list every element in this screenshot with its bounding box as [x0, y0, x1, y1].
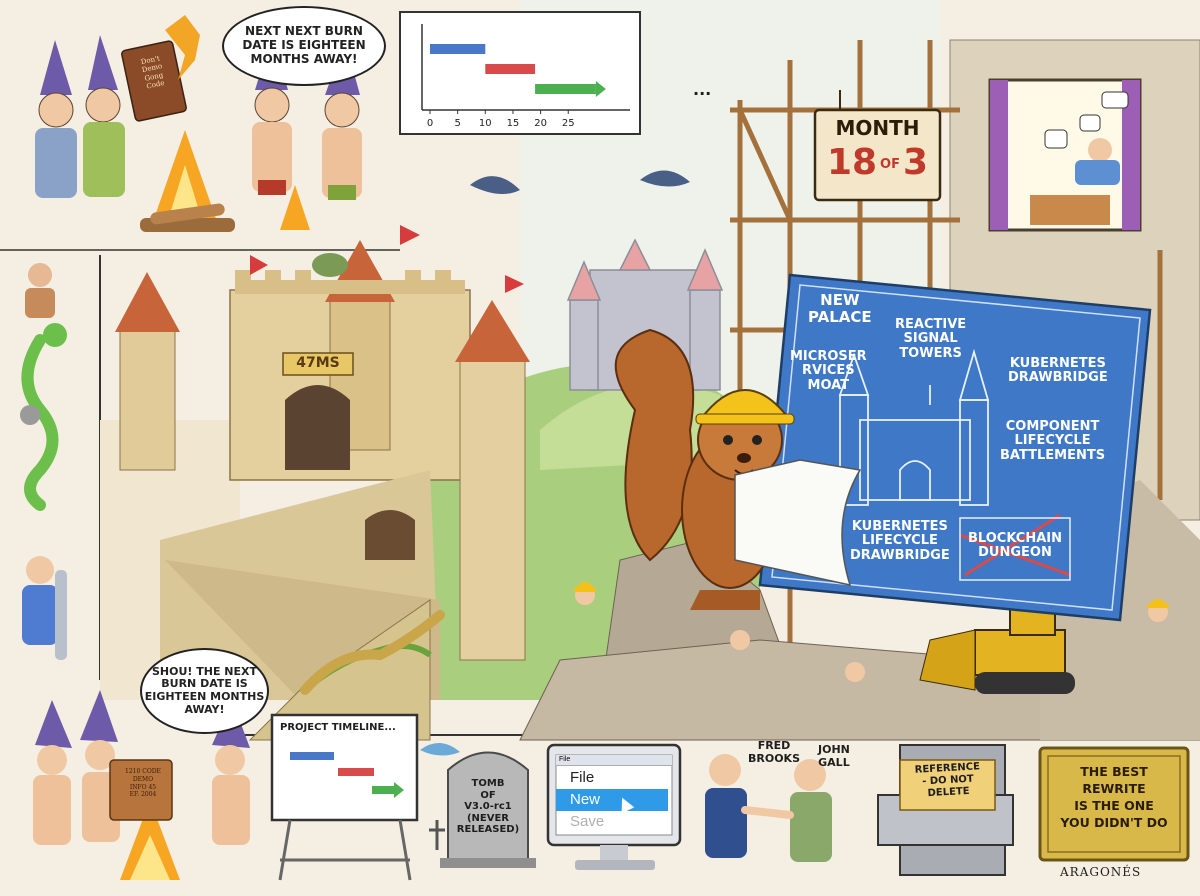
- month-sign-title: MONTH: [835, 116, 920, 140]
- menu-item-new[interactable]: New: [556, 789, 668, 811]
- plaque-text: THE BEST REWRITE IS THE ONE YOU DIDN'T D…: [1048, 764, 1180, 832]
- label-kubernetes-drawbridge-top: KUBERNETES DRAWBRIDGE: [1008, 356, 1108, 386]
- plaque-line: IS THE ONE: [1074, 797, 1154, 813]
- tomb-inscription: TOMB OF V3.0-rc1 (NEVER RELEASED): [448, 778, 528, 836]
- label-component-lifecycle-battlements: COMPONENT LIFECYCLE BATTLEMENTS: [1000, 419, 1106, 463]
- handshake-scene: [705, 754, 832, 862]
- label-line: MICROSER: [790, 349, 867, 364]
- speech-bottom-line: EIGHTEEN MONTHS: [144, 690, 265, 703]
- label-blockchain-dungeon: BLOCKCHAIN DUNGEON: [968, 531, 1063, 561]
- gantt-tick-label: 0: [427, 118, 433, 129]
- brass-plaque: [1038, 746, 1190, 862]
- window-titlebar: File: [556, 755, 672, 766]
- gantt-ellipsis: ...: [693, 80, 712, 99]
- book-bottom-line: INFO 45: [129, 783, 157, 791]
- label-line: SIGNAL: [903, 331, 958, 347]
- book-bottom: [109, 759, 173, 821]
- month-of: OF: [880, 156, 900, 172]
- label-microservices-moat: MICROSER RVICES MOAT: [790, 349, 867, 393]
- tombstone: [429, 751, 536, 868]
- name-line: FRED: [757, 739, 791, 752]
- old-castle: [100, 225, 530, 741]
- book-bottom-line: EF. 2004: [129, 791, 157, 799]
- bulldozer: [919, 599, 1075, 694]
- gantt-bar: [430, 44, 486, 54]
- label-fred-brooks: FRED BROOKS: [748, 739, 801, 765]
- tomb-line: TOMB: [471, 778, 505, 789]
- label-line: RVICES: [801, 363, 855, 379]
- speech-bottom-line: SHOU! THE NEXT: [151, 664, 257, 678]
- tomb-line: RELEASED): [456, 824, 520, 835]
- gantt-arrow: [595, 81, 606, 97]
- gantt-chart-panel: 0 5 10 15 20 25: [399, 11, 641, 135]
- label-line: MOAT: [807, 377, 850, 393]
- name-line: GALL: [818, 755, 850, 769]
- book-bottom-title: 1210 CODE DEMO INFO 45 EF. 2004: [114, 768, 172, 799]
- whiteboard-title: PROJECT TIMELINE...: [280, 722, 396, 733]
- label-line: TOWERS: [899, 345, 962, 361]
- speech-bottom-line: AWAY!: [184, 702, 225, 716]
- speech-top-line: NEXT NEXT BURN: [245, 24, 363, 39]
- speech-bubble-bottom: SHOU! THE NEXT BURN DATE IS EIGHTEEN MON…: [140, 648, 269, 734]
- tomb-line: V3.0-rc1: [464, 801, 512, 812]
- label-line: DRAWBRIDGE: [1008, 370, 1108, 386]
- gantt-tick-label: 25: [562, 118, 575, 129]
- blueprint-title: NEW PALACE: [808, 292, 872, 325]
- filing-cabinet: [877, 744, 1014, 876]
- blueprint-title-line: NEW: [820, 291, 860, 309]
- side-characters: [20, 263, 67, 660]
- month-sign-board: [813, 90, 942, 202]
- burning-book-top: [121, 15, 200, 122]
- label-line: BATTLEMENTS: [1000, 447, 1106, 463]
- speech-bubble-top: NEXT NEXT BURN DATE IS EIGHTEEN MONTHS A…: [222, 6, 386, 86]
- label-line: COMPONENT: [1005, 419, 1100, 434]
- label-line: KUBERNETES: [1009, 356, 1106, 371]
- tomb-line: OF: [480, 789, 496, 801]
- label-line: KUBERNETES: [851, 519, 948, 534]
- label-kubernetes-lifecycle-drawbridge: KUBERNETES LIFECYCLE DRAWBRIDGE: [850, 519, 950, 563]
- lizard: [300, 610, 445, 695]
- label-line: DRAWBRIDGE: [850, 547, 950, 563]
- label-reactive-signal-towers: REACTIVE SIGNAL TOWERS: [895, 317, 967, 361]
- name-line: BROOKS: [748, 751, 801, 765]
- plaque-line: REWRITE: [1082, 780, 1146, 796]
- birds: [420, 170, 690, 756]
- label-line: REACTIVE: [895, 317, 967, 332]
- monitor-window: File File New Save: [556, 755, 672, 835]
- label-line: BLOCKCHAIN: [968, 531, 1063, 546]
- name-line: JOHN: [818, 743, 850, 756]
- wizards-bonfire-top: [35, 15, 362, 232]
- castle-gate-sign: 47MS: [296, 355, 340, 371]
- speech-top-line: DATE IS EIGHTEEN: [242, 38, 366, 53]
- speech-top-line: MONTHS AWAY!: [250, 51, 358, 66]
- artist-signature: ARAGONÉS: [1060, 865, 1142, 879]
- month-current: 18: [826, 142, 878, 183]
- gantt-bar: [485, 64, 536, 74]
- gantt-tick-label: 5: [454, 118, 460, 129]
- menu-item-file[interactable]: File: [570, 769, 595, 786]
- squirrel-foreman: [614, 328, 862, 610]
- gantt-tick-label: 10: [479, 118, 492, 129]
- plaque-line: YOU DIDN'T DO: [1060, 814, 1168, 830]
- whiteboard: [270, 713, 419, 881]
- tomb-line: (NEVER: [466, 812, 510, 824]
- folder-label: REFERENCE - DO NOT DELETE: [901, 761, 995, 802]
- gantt-tick-label: 20: [534, 118, 547, 129]
- menu-item-save[interactable]: Save: [570, 813, 605, 830]
- label-line: LIFECYCLE: [1014, 433, 1091, 449]
- gantt-bar: [535, 84, 596, 94]
- label-line: LIFECYCLE: [861, 533, 938, 549]
- book-bottom-line: 1210 CODE: [125, 768, 161, 775]
- plaque-line: THE BEST: [1080, 764, 1148, 779]
- blueprint-title-line: PALACE: [808, 307, 872, 326]
- speech-bottom-line: BURN DATE IS: [161, 677, 248, 691]
- label-line: DUNGEON: [978, 545, 1052, 561]
- month-total: 3: [902, 142, 929, 183]
- book-bottom-line: DEMO: [132, 775, 154, 783]
- gantt-tick-label: 15: [507, 118, 520, 129]
- label-john-gall: JOHN GALL: [818, 743, 850, 769]
